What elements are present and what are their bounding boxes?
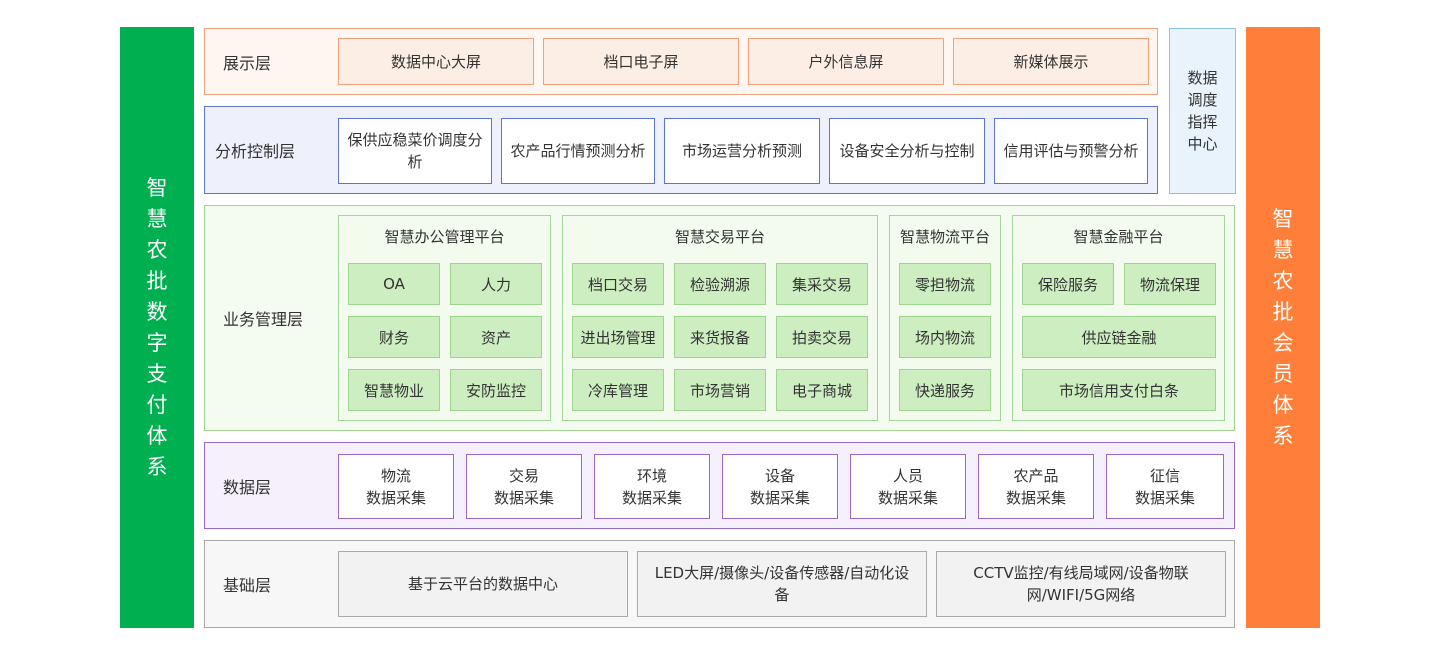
office-item: 人力 — [450, 263, 542, 305]
left-bar-char: 体 — [146, 423, 168, 448]
trade-item: 检验溯源 — [674, 263, 766, 305]
data-item-line2: 数据采集 — [621, 488, 682, 507]
base-item: CCTV监控/有线局域网/设备物联网/WIFI/5G网络 — [936, 551, 1226, 617]
finance-platform: 智慧金融平台 保险服务 物流保理 供应链金融 市场信用支付白条 — [1012, 215, 1225, 421]
left-bar-char: 慧 — [146, 206, 168, 231]
right-vertical-bar: 智 慧 农 批 会 员 体 系 — [1246, 27, 1320, 628]
trade-item: 集采交易 — [776, 263, 868, 305]
data-layer-label: 数据层 — [223, 477, 272, 497]
trade-item: 电子商城 — [776, 369, 868, 411]
trade-item: 进出场管理 — [572, 316, 664, 358]
data-item-line2: 数据采集 — [877, 488, 938, 507]
logistics-item: 零担物流 — [899, 263, 991, 305]
finance-item: 供应链金融 — [1022, 316, 1216, 358]
trade-item: 拍卖交易 — [776, 316, 868, 358]
left-vertical-bar: 智 慧 农 批 数 字 支 付 体 系 — [120, 27, 194, 628]
data-item-line1: 物流 — [380, 466, 411, 485]
base-item: LED大屏/摄像头/设备传感器/自动化设备 — [637, 551, 927, 617]
right-bar-char: 员 — [1272, 361, 1294, 386]
right-bar-char: 会 — [1272, 330, 1294, 355]
left-bar-char: 系 — [146, 454, 168, 479]
dispatch-text: 数据 — [1187, 69, 1218, 87]
display-item: 数据中心大屏 — [338, 38, 534, 85]
data-item: 环境 数据采集 — [594, 454, 710, 519]
office-item: OA — [348, 263, 440, 305]
logistics-item: 快递服务 — [899, 369, 991, 411]
trade-item: 市场营销 — [674, 369, 766, 411]
data-layer: 数据层 物流 数据采集 交易 数据采集 环境 数据采集 设备 数据采集 人员 数… — [204, 442, 1235, 529]
data-item-line2: 数据采集 — [1134, 488, 1195, 507]
analysis-item: 信用评估与预警分析 — [994, 118, 1148, 184]
finance-item: 保险服务 — [1022, 263, 1114, 305]
data-item-line1: 交易 — [508, 466, 539, 485]
trade-item: 档口交易 — [572, 263, 664, 305]
office-item: 财务 — [348, 316, 440, 358]
data-item-line1: 人员 — [892, 466, 923, 485]
display-item: 档口电子屏 — [543, 38, 739, 85]
data-item-line1: 征信 — [1149, 466, 1180, 485]
logistics-platform-title: 智慧物流平台 — [899, 228, 990, 246]
data-item-line2: 数据采集 — [749, 488, 810, 507]
logistics-item: 场内物流 — [899, 316, 991, 358]
analysis-layer-label: 分析控制层 — [215, 142, 296, 161]
data-item: 物流 数据采集 — [338, 454, 454, 519]
analysis-item: 设备安全分析与控制 — [829, 118, 985, 184]
office-item: 资产 — [450, 316, 542, 358]
analysis-layer: 分析控制层 保供应稳菜价调度分析 农产品行情预测分析 市场运营分析预测 设备安全… — [204, 106, 1158, 194]
data-item: 交易 数据采集 — [466, 454, 582, 519]
left-bar-char: 智 — [146, 175, 168, 200]
business-layer-label: 业务管理层 — [223, 310, 304, 329]
dispatch-text: 指挥 — [1187, 113, 1218, 131]
right-bar-char: 智 — [1272, 206, 1294, 231]
data-item-line2: 数据采集 — [365, 488, 426, 507]
right-bar-char: 体 — [1272, 392, 1294, 417]
data-item: 征信 数据采集 — [1106, 454, 1224, 519]
trade-item: 冷库管理 — [572, 369, 664, 411]
right-bar-char: 批 — [1272, 299, 1294, 324]
office-item: 安防监控 — [450, 369, 542, 411]
base-layer: 基础层 基于云平台的数据中心 LED大屏/摄像头/设备传感器/自动化设备 CCT… — [204, 540, 1235, 628]
finance-platform-title: 智慧金融平台 — [1073, 228, 1164, 246]
data-item: 人员 数据采集 — [850, 454, 966, 519]
data-item-line1: 环境 — [636, 466, 667, 485]
analysis-item: 保供应稳菜价调度分析 — [338, 118, 492, 184]
office-item: 智慧物业 — [348, 369, 440, 411]
left-bar-char: 付 — [146, 392, 168, 417]
trade-platform-title: 智慧交易平台 — [674, 228, 765, 246]
display-layer-label: 展示层 — [223, 53, 272, 73]
left-bar-char: 农 — [146, 237, 168, 262]
data-item: 设备 数据采集 — [722, 454, 838, 519]
data-item-line2: 数据采集 — [493, 488, 554, 507]
data-item: 农产品 数据采集 — [978, 454, 1094, 519]
business-layer: 业务管理层 智慧办公管理平台 OA 人力 财务 资产 智慧物业 安防监控 智慧交… — [204, 205, 1235, 431]
office-platform-title: 智慧办公管理平台 — [384, 228, 505, 246]
base-item: 基于云平台的数据中心 — [338, 551, 628, 617]
finance-item: 物流保理 — [1124, 263, 1216, 305]
dispatch-text: 中心 — [1187, 135, 1218, 153]
dispatch-text: 调度 — [1187, 91, 1218, 109]
data-item-line1: 设备 — [764, 466, 795, 485]
trade-item: 来货报备 — [674, 316, 766, 358]
left-bar-char: 支 — [146, 361, 168, 386]
left-bar-char: 字 — [146, 330, 168, 355]
trade-platform: 智慧交易平台 档口交易 检验溯源 集采交易 进出场管理 来货报备 拍卖交易 冷库… — [562, 215, 878, 421]
right-bar-char: 系 — [1272, 423, 1294, 448]
display-layer: 展示层 数据中心大屏 档口电子屏 户外信息屏 新媒体展示 — [204, 28, 1158, 95]
dispatch-center-box: 数据 调度 指挥 中心 — [1169, 28, 1236, 194]
analysis-item: 农产品行情预测分析 — [501, 118, 655, 184]
base-layer-label: 基础层 — [223, 576, 272, 595]
data-item-line2: 数据采集 — [1005, 488, 1066, 507]
left-bar-char: 批 — [146, 268, 168, 293]
left-bar-char: 数 — [146, 299, 168, 324]
office-platform: 智慧办公管理平台 OA 人力 财务 资产 智慧物业 安防监控 — [338, 215, 551, 421]
data-item-line1: 农产品 — [1013, 466, 1059, 485]
right-bar-char: 农 — [1272, 268, 1294, 293]
analysis-item: 市场运营分析预测 — [664, 118, 820, 184]
display-item: 户外信息屏 — [748, 38, 944, 85]
right-bar-char: 慧 — [1272, 237, 1294, 262]
logistics-platform: 智慧物流平台 零担物流 场内物流 快递服务 — [889, 215, 1001, 421]
display-item: 新媒体展示 — [953, 38, 1149, 85]
finance-item: 市场信用支付白条 — [1022, 369, 1216, 411]
